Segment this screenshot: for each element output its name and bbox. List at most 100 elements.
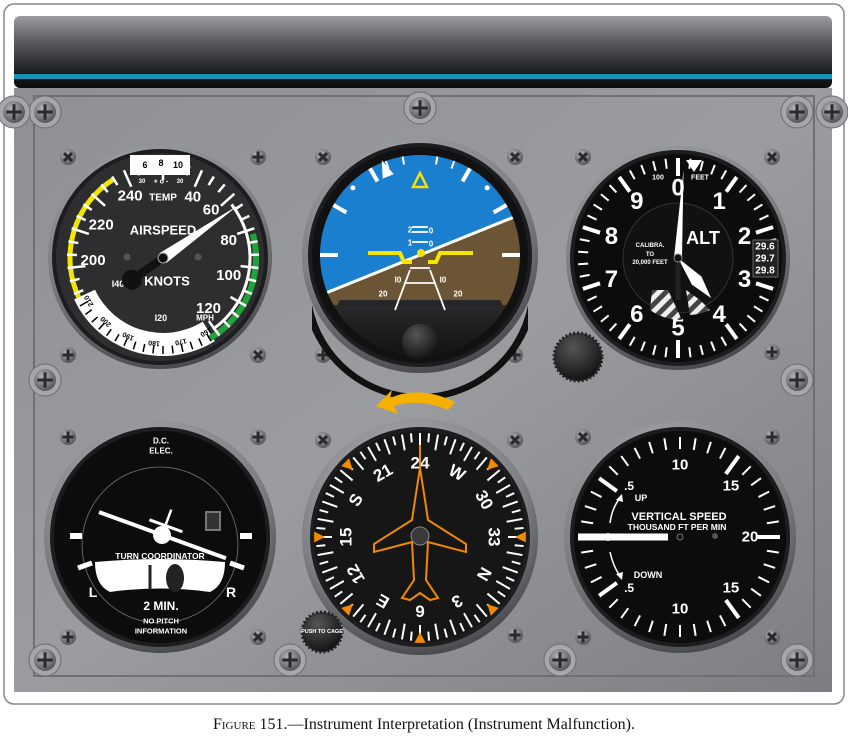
- tick-mark: [317, 517, 334, 523]
- tick-mark: [720, 336, 728, 347]
- temp-mark: + o -: [154, 179, 169, 186]
- slot: [513, 349, 517, 361]
- tick-mark: [593, 203, 603, 211]
- tick-mark: [514, 526, 524, 530]
- screw-slot: [789, 652, 805, 668]
- tick-mark: [724, 323, 739, 341]
- screw-slot: [824, 104, 840, 120]
- tick-mark: [706, 620, 712, 633]
- tick-mark: [766, 549, 779, 554]
- hundred-label: 100: [652, 175, 664, 182]
- tick-mark: [316, 526, 326, 530]
- tick-mark: [608, 184, 618, 194]
- slot: [317, 151, 329, 163]
- mph-label: MPH: [196, 314, 214, 323]
- scale-label: 2: [738, 223, 751, 250]
- scale-label: 190: [122, 330, 136, 341]
- tick-mark: [375, 622, 381, 632]
- screw-slot: [789, 372, 805, 388]
- tick-mark: [76, 214, 87, 222]
- tick-mark: [473, 614, 481, 623]
- attitude-adjust-knob[interactable]: [402, 324, 438, 360]
- knob-label: PUSH TO CAGE: [301, 629, 343, 635]
- tick-mark: [750, 587, 762, 597]
- scale-label: 160: [199, 326, 213, 338]
- tick-mark: [229, 309, 240, 319]
- tick-mark: [443, 436, 448, 446]
- heading-index-triangle: [487, 458, 499, 470]
- scale-label: 10: [672, 457, 689, 474]
- pitch-label: 20: [379, 290, 388, 299]
- tick-mark: [495, 484, 511, 494]
- tick-mark: [750, 477, 762, 487]
- screw-slot: [789, 104, 805, 120]
- tick-mark: [449, 438, 457, 455]
- tick-mark: [692, 438, 697, 451]
- tick-mark: [450, 160, 456, 169]
- tick-mark: [652, 160, 657, 172]
- slot: [66, 349, 70, 361]
- tick-mark: [755, 225, 774, 235]
- slot: [795, 652, 799, 668]
- scale-label: 210: [83, 294, 95, 308]
- tick-mark: [383, 619, 391, 636]
- tick-mark: [741, 465, 752, 476]
- screw-slot: [766, 631, 778, 643]
- inclinometer-ball: [166, 564, 184, 592]
- scale-label: 9: [630, 188, 643, 215]
- tick-mark: [434, 434, 440, 451]
- tick-mark: [664, 347, 668, 358]
- scale-label: 220: [89, 217, 114, 234]
- tick-mark: [69, 277, 80, 283]
- panel-screws: [0, 91, 848, 677]
- glare-shield-stripe: [14, 74, 832, 79]
- tick-mark: [367, 446, 377, 462]
- slot: [513, 629, 517, 641]
- heading-index-triangle: [515, 531, 526, 543]
- tc-power-label: ELEC.: [149, 447, 173, 456]
- heading-index-triangle: [414, 632, 426, 643]
- heading-index-triangle: [341, 604, 353, 616]
- slot: [795, 104, 799, 120]
- altimeter-setting-knob[interactable]: [552, 331, 604, 383]
- tick-mark: [617, 175, 632, 193]
- tick-mark: [443, 628, 448, 638]
- slot: [577, 431, 589, 443]
- tick-mark: [475, 456, 488, 471]
- vsi-needle: [578, 533, 668, 541]
- push-to-cage-knob[interactable]: [300, 610, 344, 654]
- tick-mark: [617, 323, 632, 341]
- heading-index-triangle: [314, 531, 325, 543]
- screw-slot: [252, 349, 264, 361]
- slot: [12, 104, 16, 120]
- tick-mark: [587, 214, 597, 221]
- tick-mark: [753, 305, 763, 313]
- tick-mark: [664, 158, 668, 169]
- tick-mark: [497, 476, 506, 484]
- tick-mark: [427, 631, 431, 641]
- scale-label: 6: [630, 301, 643, 328]
- airspeed-needle: [121, 205, 239, 290]
- tick-mark: [68, 240, 79, 245]
- tick-mark: [217, 183, 226, 193]
- tick-mark: [746, 193, 756, 202]
- tick-mark: [582, 281, 601, 291]
- tick-mark: [597, 581, 619, 598]
- slot: [252, 631, 264, 643]
- tick-mark: [319, 509, 329, 514]
- slot: [558, 652, 562, 668]
- pitch-label: 0: [429, 240, 434, 249]
- tick-mark: [759, 295, 769, 302]
- tick-mark: [581, 520, 594, 525]
- tick-mark: [82, 203, 93, 211]
- screw-slot: [37, 104, 53, 120]
- tick-mark: [746, 314, 756, 323]
- pitch-label: 1: [408, 239, 413, 248]
- scale-label: 15: [337, 528, 356, 547]
- tick-mark: [593, 305, 603, 313]
- calibration-text: 20,000 FEET: [632, 260, 668, 266]
- slot: [509, 434, 521, 446]
- tick-mark: [620, 455, 630, 467]
